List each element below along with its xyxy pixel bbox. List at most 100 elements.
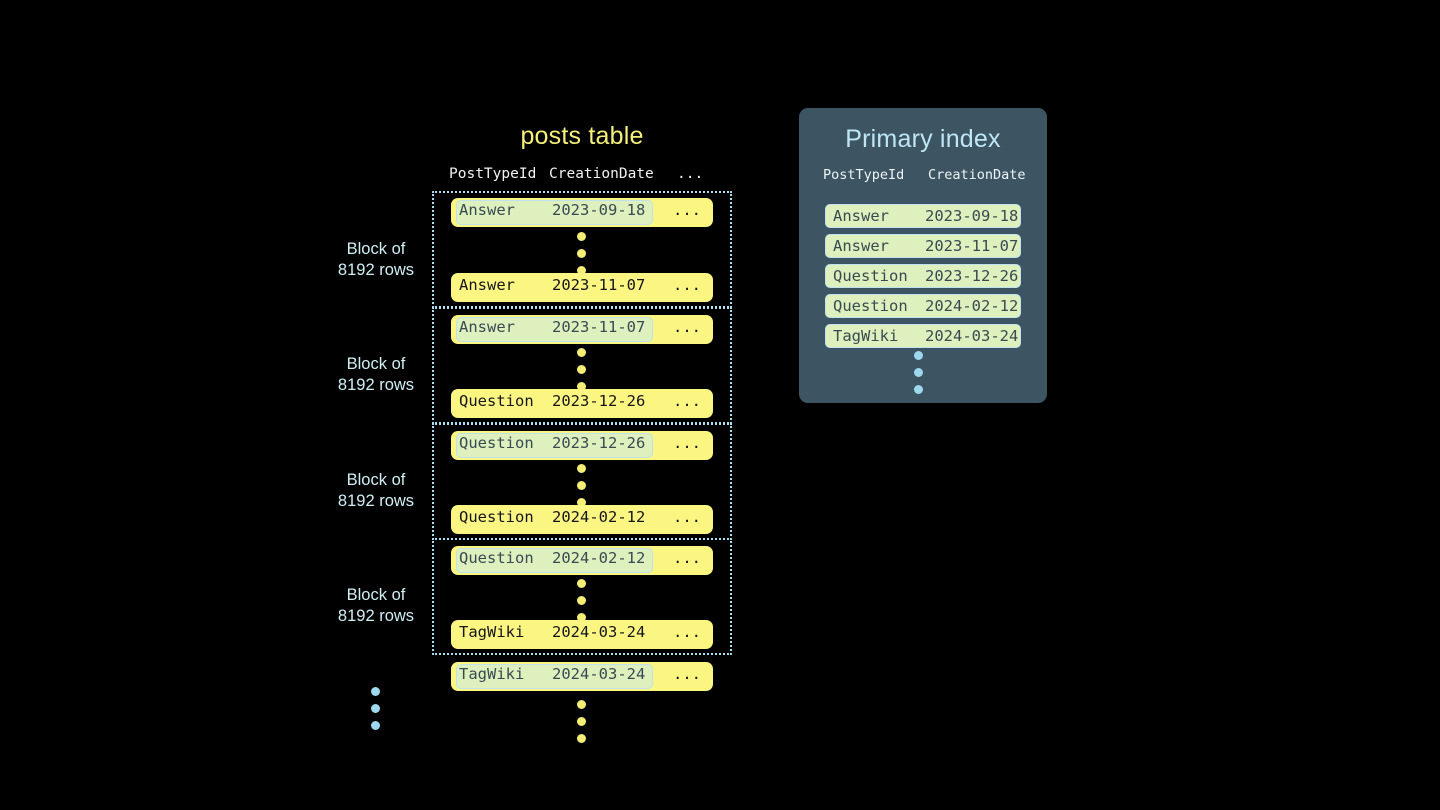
column-header-creationdate: CreationDate: [549, 166, 654, 182]
row-ellipsis-vertical: [577, 464, 586, 507]
cell-posttypeid: Answer: [459, 201, 515, 219]
cell-creationdate: 2024-02-12: [925, 297, 1019, 315]
cell-posttypeid: Question: [459, 508, 534, 526]
block-ellipsis-vertical: [371, 687, 380, 730]
column-header-posttypeid: PostTypeId: [823, 167, 905, 183]
posts-table-title: posts table: [520, 122, 644, 150]
index-row[interactable]: TagWiki 2024-03-24: [825, 324, 1021, 348]
table-row[interactable]: TagWiki 2024-03-24 ...: [451, 662, 713, 691]
cell-posttypeid: Question: [833, 297, 908, 315]
index-key-highlight: [456, 548, 653, 573]
block-label-2-line2: 8192 rows: [337, 376, 415, 394]
cell-ellipsis: ...: [673, 392, 701, 410]
cell-creationdate: 2023-11-07: [552, 318, 646, 336]
dot: [577, 464, 586, 473]
block-label-4-line1: Block of: [346, 586, 406, 604]
table-row[interactable]: Question 2024-02-12 ...: [451, 505, 713, 534]
row-ellipsis-vertical: [577, 348, 586, 391]
index-row[interactable]: Answer 2023-11-07: [825, 234, 1021, 258]
column-header-creationdate: CreationDate: [928, 167, 1026, 183]
cell-posttypeid: TagWiki: [833, 327, 899, 345]
dot: [577, 365, 586, 374]
table-row[interactable]: Question 2023-12-26 ...: [451, 389, 713, 418]
index-key-highlight: [456, 200, 653, 225]
column-header-ellipsis: ...: [677, 166, 704, 182]
cell-creationdate: 2023-12-26: [552, 434, 646, 452]
index-key-highlight: [456, 664, 653, 689]
index-row[interactable]: Question 2024-02-12: [825, 294, 1021, 318]
cell-creationdate: 2023-11-07: [552, 276, 646, 294]
block-label-2: Block of 8192 rows: [296, 354, 456, 396]
cell-creationdate: 2024-02-12: [552, 549, 646, 567]
dot: [577, 596, 586, 605]
block-label-1-line2: 8192 rows: [337, 261, 415, 279]
dot: [577, 700, 586, 709]
block-label-4: Block of 8192 rows: [296, 585, 456, 627]
cell-ellipsis: ...: [673, 623, 701, 641]
dot: [577, 232, 586, 241]
index-row[interactable]: Question 2023-12-26: [825, 264, 1021, 288]
cell-creationdate: 2024-03-24: [552, 665, 646, 683]
block-frame-4: [432, 538, 732, 655]
cell-creationdate: 2024-02-12: [552, 508, 646, 526]
table-row[interactable]: Question 2023-12-26 ...: [451, 431, 713, 460]
column-header-posttypeid: PostTypeId: [449, 166, 537, 182]
row-ellipsis-vertical: [577, 579, 586, 622]
cell-posttypeid: Question: [459, 392, 534, 410]
cell-posttypeid: Question: [459, 434, 534, 452]
dot: [371, 721, 380, 730]
cell-posttypeid: Answer: [833, 237, 889, 255]
dot: [577, 579, 586, 588]
cell-ellipsis: ...: [673, 665, 701, 683]
block-label-1: Block of 8192 rows: [296, 239, 456, 281]
table-row[interactable]: TagWiki 2024-03-24 ...: [451, 620, 713, 649]
cell-posttypeid: TagWiki: [459, 623, 525, 641]
dot: [577, 249, 586, 258]
cell-posttypeid: Question: [833, 267, 908, 285]
cell-creationdate: 2024-03-24: [552, 623, 646, 641]
cell-creationdate: 2023-09-18: [925, 207, 1019, 225]
index-row[interactable]: Answer 2023-09-18: [825, 204, 1021, 228]
dot: [577, 348, 586, 357]
table-row[interactable]: Answer 2023-11-07 ...: [451, 273, 713, 302]
primary-index-column-headers: PostTypeId CreationDate: [823, 167, 1033, 185]
block-label-3-line1: Block of: [346, 471, 406, 489]
block-label-1-line1: Block of: [346, 240, 406, 258]
table-row[interactable]: Question 2024-02-12 ...: [451, 546, 713, 575]
cell-posttypeid: TagWiki: [459, 665, 525, 683]
index-key-highlight: [456, 433, 653, 458]
cell-ellipsis: ...: [673, 434, 701, 452]
table-ellipsis-vertical: [577, 700, 586, 743]
dot: [914, 385, 923, 394]
dot: [577, 613, 586, 622]
dot: [577, 734, 586, 743]
cell-posttypeid: Answer: [459, 318, 515, 336]
cell-creationdate: 2023-11-07: [925, 237, 1019, 255]
table-row[interactable]: Answer 2023-11-07 ...: [451, 315, 713, 344]
dot: [577, 382, 586, 391]
block-label-3-line2: 8192 rows: [337, 492, 415, 510]
cell-ellipsis: ...: [673, 276, 701, 294]
cell-creationdate: 2023-09-18: [552, 201, 646, 219]
row-ellipsis-vertical: [577, 232, 586, 275]
block-label-3: Block of 8192 rows: [296, 470, 456, 512]
index-ellipsis-vertical: [914, 351, 923, 394]
block-label-2-line1: Block of: [346, 355, 406, 373]
dot: [371, 704, 380, 713]
dot: [577, 266, 586, 275]
dot: [577, 498, 586, 507]
cell-creationdate: 2023-12-26: [552, 392, 646, 410]
cell-posttypeid: Answer: [459, 276, 515, 294]
cell-ellipsis: ...: [673, 318, 701, 336]
cell-ellipsis: ...: [673, 508, 701, 526]
primary-index-panel: Primary index PostTypeId CreationDate An…: [799, 108, 1047, 403]
dot: [914, 368, 923, 377]
dot: [577, 717, 586, 726]
cell-ellipsis: ...: [673, 201, 701, 219]
cell-creationdate: 2024-03-24: [925, 327, 1019, 345]
cell-creationdate: 2023-12-26: [925, 267, 1019, 285]
table-row[interactable]: Answer 2023-09-18 ...: [451, 198, 713, 227]
cell-posttypeid: Answer: [833, 207, 889, 225]
